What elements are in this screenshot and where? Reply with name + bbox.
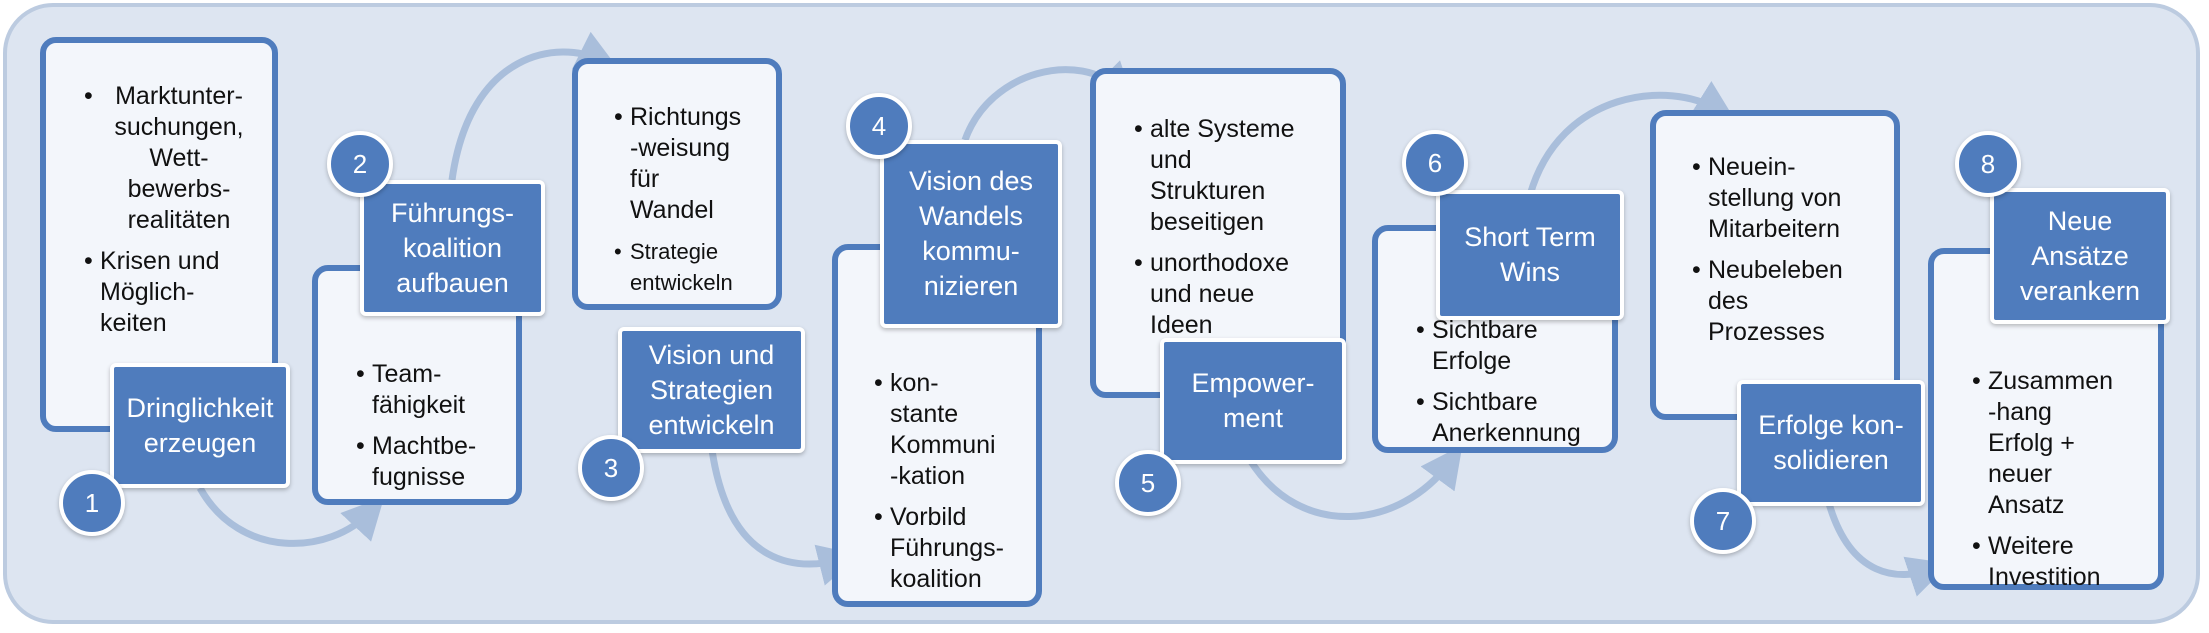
step-5-title: Empower- ment	[1160, 338, 1346, 464]
step-6-number: 6	[1402, 130, 1468, 196]
step-3-item-1: Richtungs -weisung für Wandel	[614, 102, 766, 226]
arrow-3-to-4	[708, 449, 861, 586]
arrow-1-to-2	[196, 486, 385, 547]
arrow-2-to-3	[448, 31, 619, 181]
step-6-item-2: Sichtbare Anerkennung	[1416, 387, 1604, 449]
step-1-number: 1	[59, 470, 125, 536]
step-4-number: 4	[846, 93, 912, 159]
step-8-number: 8	[1955, 131, 2021, 197]
step-7-item-2: Neubeleben des Prozesses	[1692, 255, 1886, 348]
arrow-5-to-6	[1247, 445, 1463, 520]
step-8-title: Neue Ansätze verankern	[1990, 188, 2170, 324]
step-3-title: Vision und Strategien entwickeln	[618, 327, 805, 453]
step-6-item-1: Sichtbare Erfolge	[1416, 315, 1604, 377]
step-2-title: Führungs- koalition aufbauen	[360, 180, 545, 316]
step-2-item-2: Machtbe- fugnisse	[356, 431, 506, 493]
step-3-number: 3	[578, 435, 644, 501]
step-7-item-1: Neuein- stellung von Mitarbeitern	[1692, 152, 1886, 245]
step-7-title: Erfolge kon- solidieren	[1737, 380, 1925, 506]
step-4-item-1: kon- stante Kommuni -kation	[874, 368, 1028, 492]
step-8-item-2: Weitere Investition	[1972, 531, 2150, 593]
step-5-item-1: alte Systeme und Strukturen beseitigen	[1134, 114, 1332, 238]
step-4-title: Vision des Wandels kommu- nizieren	[880, 140, 1062, 328]
step-2-number: 2	[327, 131, 393, 197]
step-3-item-2: Strategie entwickeln	[614, 236, 766, 298]
step-5-item-2: unorthodoxe und neue Ideen	[1134, 248, 1332, 341]
arrow-6-to-7	[1526, 81, 1736, 196]
step-8-item-1: Zusammen -hang Erfolg + neuer Ansatz	[1972, 366, 2150, 521]
step-1-item-1: Marktunter- suchungen, Wett- bewerbs- re…	[84, 81, 258, 236]
step-6-title: Short Term Wins	[1436, 190, 1624, 320]
step-2-item-1: Team- fähigkeit	[356, 359, 506, 421]
step-4-notes: kon- stante Kommuni -kation Vorbild Führ…	[832, 244, 1042, 607]
step-3-notes: Richtungs -weisung für Wandel Strategie …	[572, 58, 782, 310]
step-1-title: Dringlichkeit erzeugen	[110, 363, 290, 488]
step-1-item-2: Krisen und Möglich- keiten	[84, 246, 258, 339]
step-4-item-2: Vorbild Führungs- koalition	[874, 502, 1028, 595]
arrow-7-to-8	[1824, 499, 1950, 597]
step-7-number: 7	[1690, 488, 1756, 554]
step-7-notes: Neuein- stellung von Mitarbeitern Neubel…	[1650, 110, 1900, 420]
step-5-number: 5	[1115, 450, 1181, 516]
